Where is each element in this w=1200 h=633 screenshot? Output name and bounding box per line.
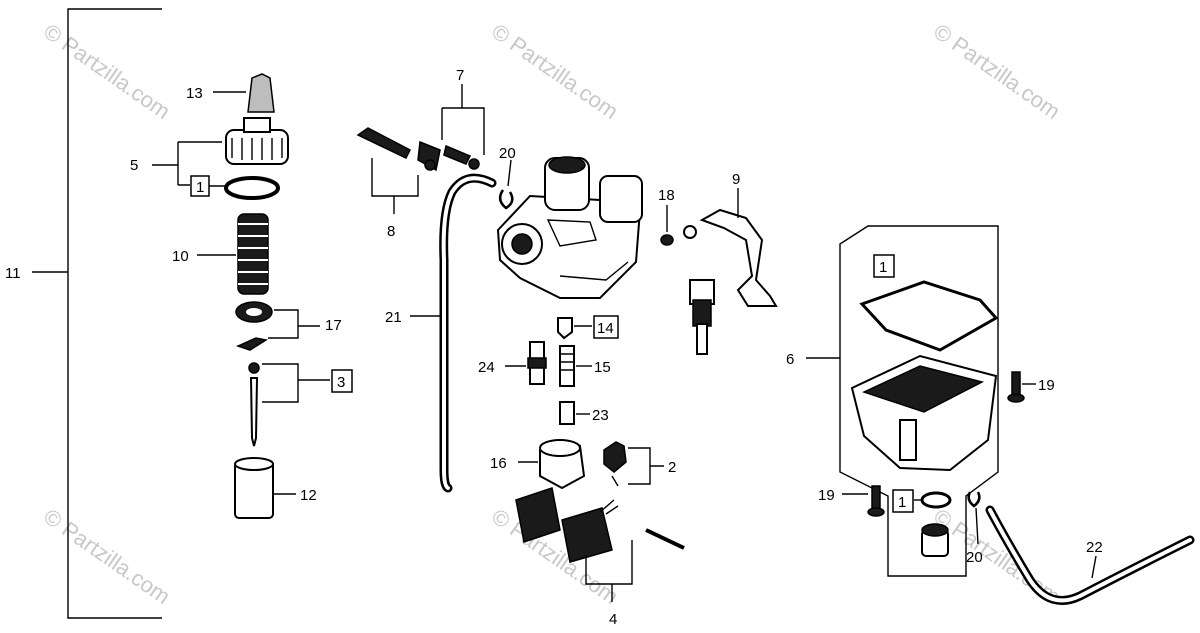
callout-14: 14 xyxy=(597,320,614,337)
callout-20a: 20 xyxy=(499,145,516,162)
part-7-screw: 7 xyxy=(441,67,485,170)
bowl-gasket: 1 xyxy=(859,254,999,352)
part-24-jet: 24 xyxy=(478,341,547,385)
callout-17: 17 xyxy=(325,317,342,334)
callout-15: 15 xyxy=(594,359,611,376)
callout-8: 8 xyxy=(387,223,395,240)
part-12-slide: 12 xyxy=(234,457,317,519)
watermark: © Partzilla.com xyxy=(929,19,1065,125)
callout-19b: 19 xyxy=(818,487,835,504)
part-4-floats: 4 xyxy=(515,487,685,628)
callout-1b: 1 xyxy=(879,259,887,276)
callout-12: 12 xyxy=(300,487,317,504)
callout-9: 9 xyxy=(732,171,740,188)
callout-3: 3 xyxy=(337,374,345,391)
part-19-screw-b: 19 xyxy=(818,485,885,517)
part-5-top: 5 1 xyxy=(130,117,289,197)
part-10-spring: 10 xyxy=(172,213,269,295)
callout-box-3 xyxy=(331,369,353,393)
part-2-float-valve: 2 xyxy=(603,441,676,487)
callout-19a: 19 xyxy=(1038,377,1055,394)
callout-2: 2 xyxy=(668,459,676,476)
callout-4: 4 xyxy=(609,611,617,628)
part-21-hose: 21 xyxy=(385,173,497,493)
callout-box-1c xyxy=(892,489,914,513)
callout-13: 13 xyxy=(186,85,203,102)
part-pilot-jet xyxy=(689,279,715,355)
callout-11: 11 xyxy=(5,265,21,282)
part-22-drain-hose: 22 xyxy=(985,505,1195,605)
part-20-clip-top: 20 xyxy=(498,145,516,210)
callout-7: 7 xyxy=(456,67,464,84)
watermark: © Partzilla.com xyxy=(39,504,175,610)
part-19-screw-a: 19 xyxy=(1007,371,1055,403)
part-20-clip-bottom: 20 xyxy=(966,491,983,566)
callout-5: 5 xyxy=(130,157,138,174)
callout-6: 6 xyxy=(786,351,794,368)
part-3-needle: 3 xyxy=(248,362,353,447)
part-8-screw: 8 xyxy=(356,127,441,240)
callout-22: 22 xyxy=(1086,539,1103,556)
o-ring xyxy=(209,176,280,200)
callout-24: 24 xyxy=(478,359,495,376)
callout-20b: 20 xyxy=(966,549,983,566)
callout-1c: 1 xyxy=(898,494,906,511)
callout-box-14 xyxy=(593,315,619,339)
part-16-valve-seat: 16 xyxy=(490,439,586,490)
part-13-cap: 13 xyxy=(186,73,275,113)
part-14-jet: 14 xyxy=(557,315,619,340)
bracket-11: 11 xyxy=(5,8,162,619)
watermark: © Partzilla.com xyxy=(39,19,175,125)
watermark: © Partzilla.com xyxy=(487,19,623,125)
part-15-jet: 15 xyxy=(559,345,611,387)
part-18-screw: 18 xyxy=(658,187,697,246)
part-9-bracket: 9 xyxy=(699,171,778,307)
callout-16: 16 xyxy=(490,455,507,472)
carburetor-body xyxy=(496,156,643,299)
part-23-jet: 23 xyxy=(559,401,609,425)
callout-1a: 1 xyxy=(196,179,204,196)
callout-23: 23 xyxy=(592,407,609,424)
callout-21: 21 xyxy=(385,309,402,326)
part-17-retainer: 17 xyxy=(235,301,342,351)
bracket-6: 6 xyxy=(786,225,999,577)
callout-18: 18 xyxy=(658,187,675,204)
callout-10: 10 xyxy=(172,248,189,265)
drain-plug: 1 xyxy=(892,489,952,557)
float-bowl xyxy=(850,354,998,472)
callout-box-1b xyxy=(873,254,895,278)
